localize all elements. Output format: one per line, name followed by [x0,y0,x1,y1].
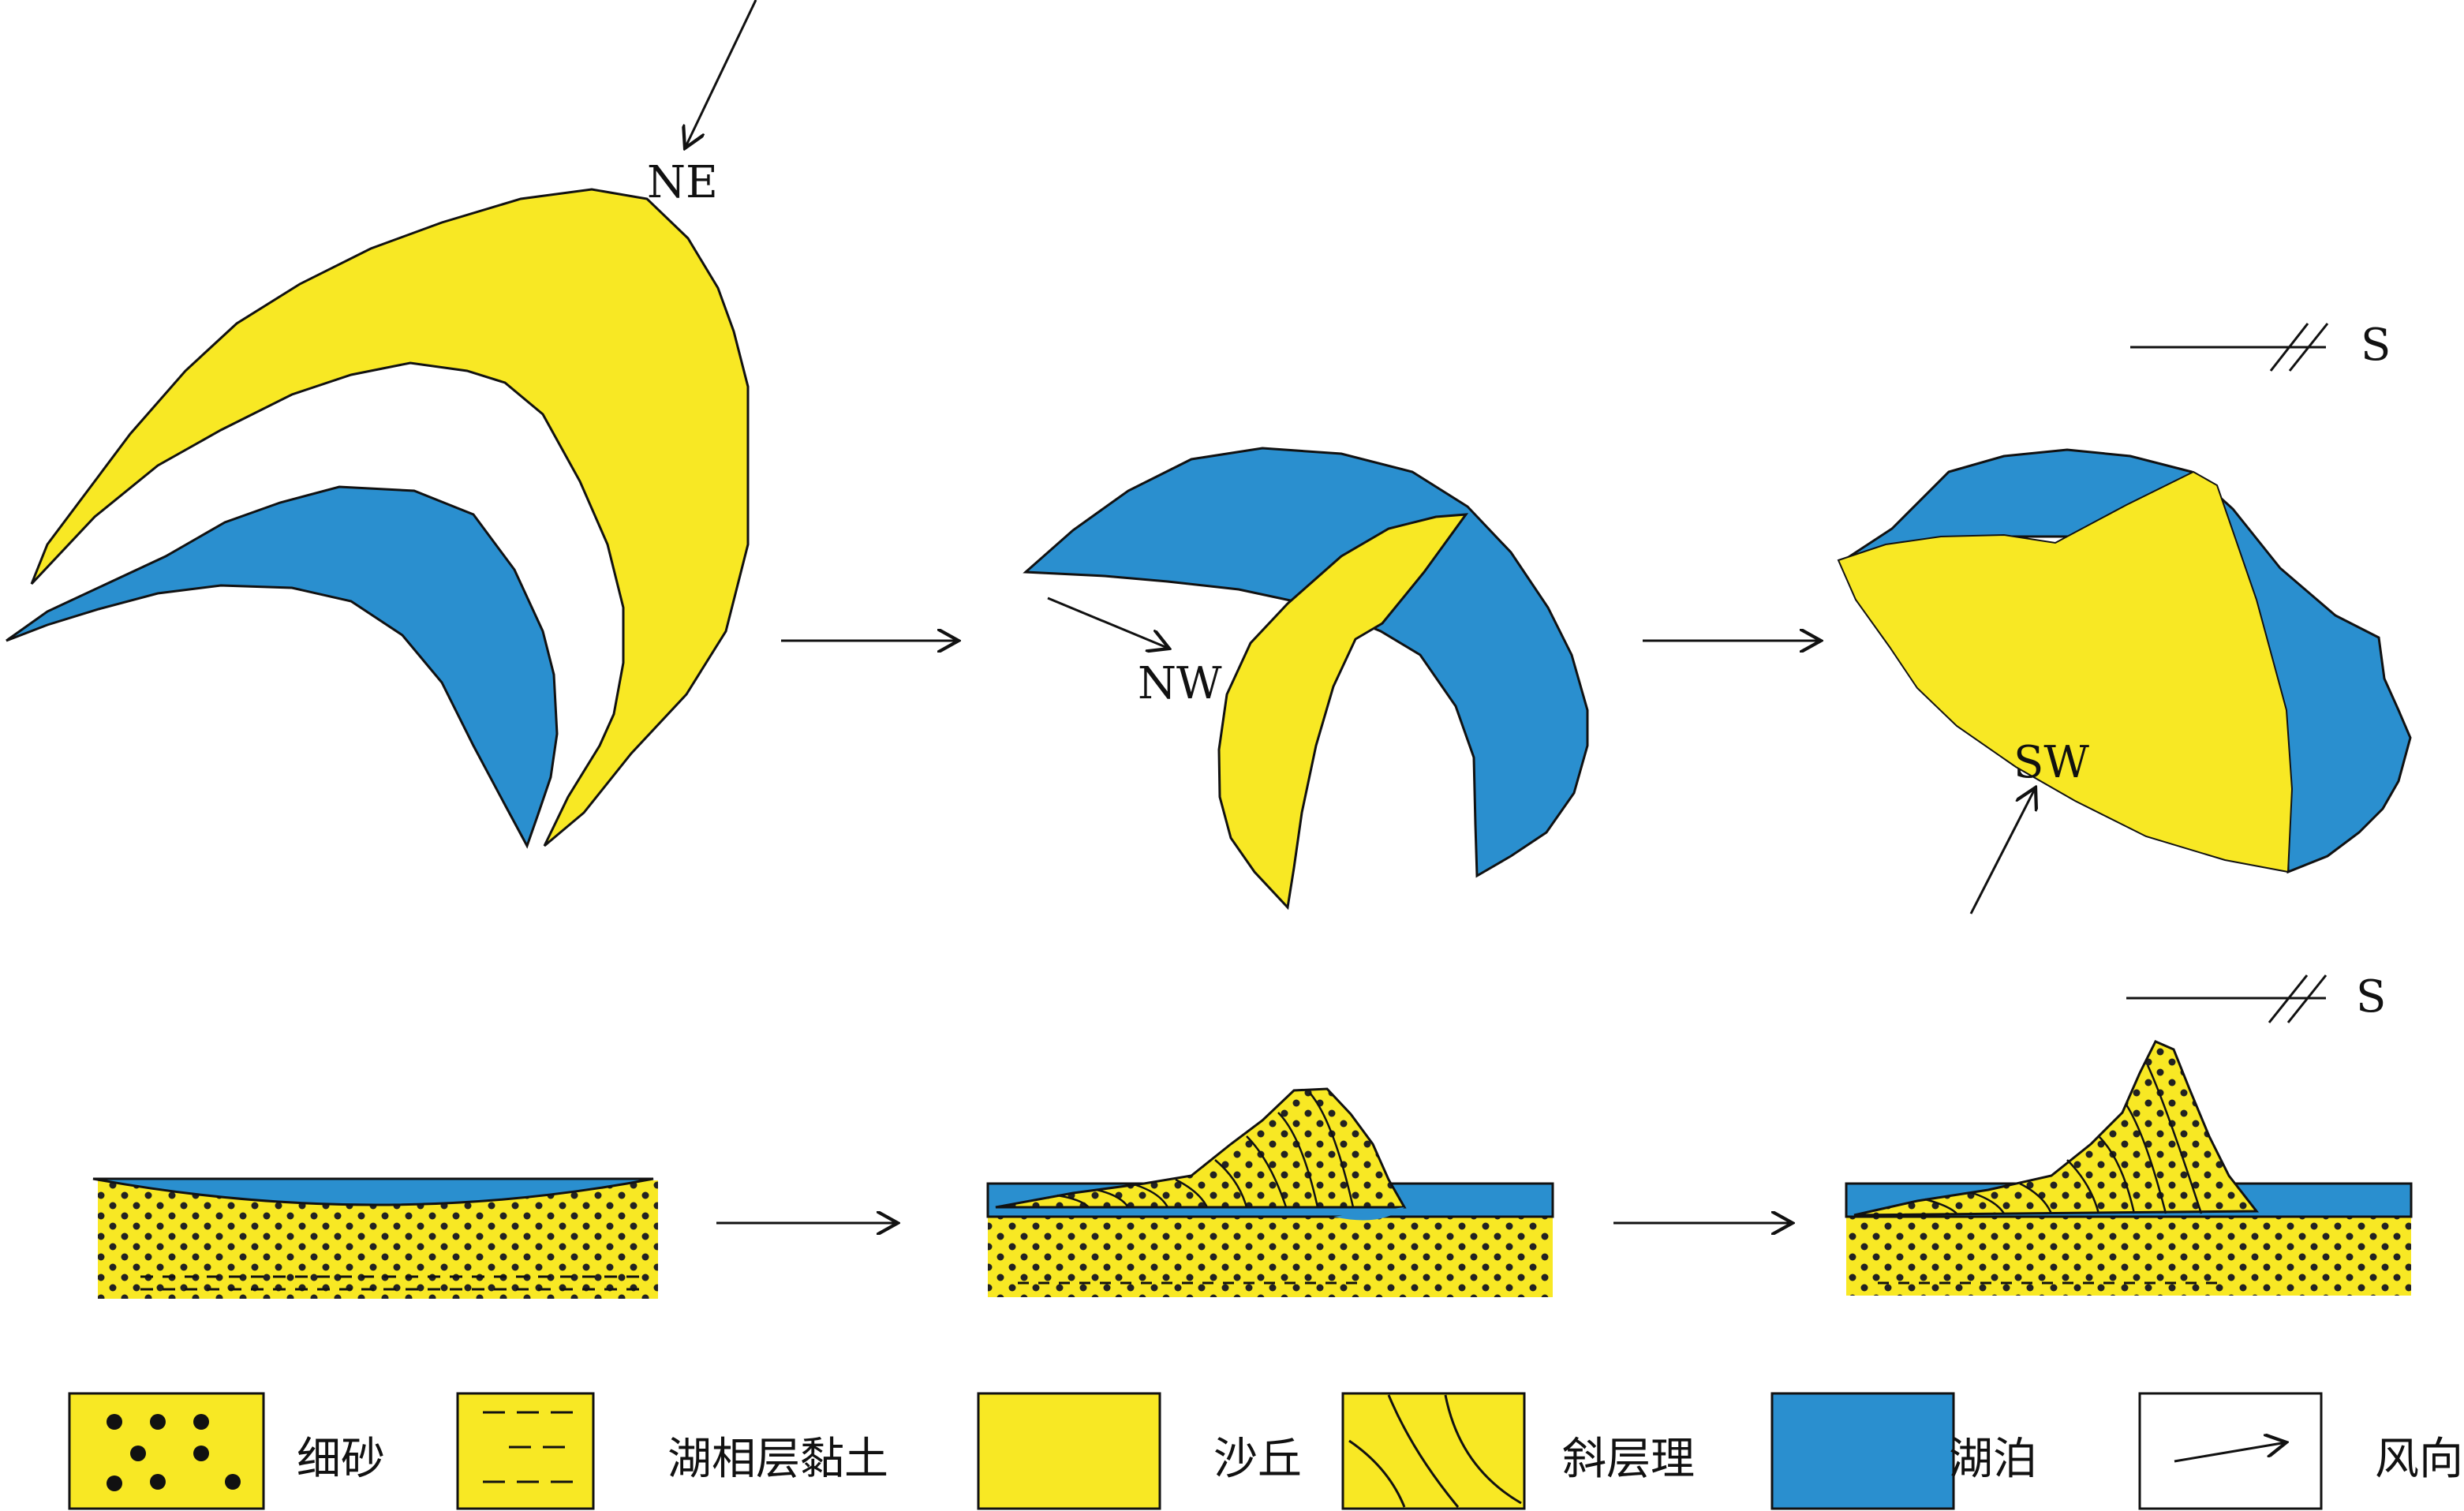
stage3-dune [1837,470,2294,873]
section1-lake [92,1177,654,1206]
stage2-dune [1217,513,1469,911]
section2 [986,1087,1554,1297]
section1-clay-dashes [140,1275,647,1291]
scale-label-section: S [2356,971,2386,1023]
legend-item-cross-bedding: 斜层理 [1341,1392,1695,1510]
stage2-plan: NW [1023,447,1589,911]
scale-break-section: S [2126,971,2386,1023]
section2-cross-beds [1056,1092,1355,1208]
section2-dune [995,1087,1407,1209]
legend-swatch-lake [1770,1392,1955,1510]
legend-swatch-fine-sand [68,1392,265,1510]
legend-item-lake: 湖泊 [1770,1392,2037,1510]
legend-swatch-lacustrine-clay [456,1392,595,1510]
scale-label-plan: S [2361,320,2391,371]
stage1-dune [30,188,750,847]
legend-arrow-icon [2174,1442,2286,1463]
legend-swatch-cross-bedding [1341,1392,1526,1510]
stage1-lake [6,485,559,849]
stage1-plan: NE [6,0,757,849]
scale-break-plan: S [2130,320,2391,372]
wind-label-ne: NE [647,157,718,208]
wind-label-sw: SW [2013,737,2089,788]
legend-item-fine-sand: 细砂 [68,1392,385,1510]
section1 [92,1177,658,1299]
legend-label-wind-direction: 风向 [2375,1434,2463,1485]
legend-swatch-dune [977,1392,1161,1510]
legend-item-wind-direction: 风向 [2138,1392,2463,1510]
legend-label-lacustrine-clay: 湖相层黏土 [667,1434,888,1485]
wind-arrow-sw [1969,787,2036,914]
wind-arrow-nw [1047,597,1169,649]
legend-label-cross-bedding: 斜层理 [1562,1434,1695,1485]
legend-label-dune: 沙丘 [1213,1434,1302,1485]
legend-item-lacustrine-clay: 湖相层黏土 [456,1392,888,1510]
wind-arrow-ne [685,0,757,148]
section3-cross-beds [1924,1064,2203,1214]
section3: S [1845,971,2413,1296]
wind-label-nw: NW [1138,658,1222,709]
legend: 细砂 湖相层黏土 沙丘 斜层理 湖泊 [68,1392,2463,1510]
stage3-plan: S SW [1837,320,2412,914]
legend-label-fine-sand: 细砂 [297,1434,385,1485]
legend-item-dune: 沙丘 [977,1392,1302,1510]
section2-base [988,1215,1553,1297]
legend-label-lake: 湖泊 [1949,1434,2037,1485]
